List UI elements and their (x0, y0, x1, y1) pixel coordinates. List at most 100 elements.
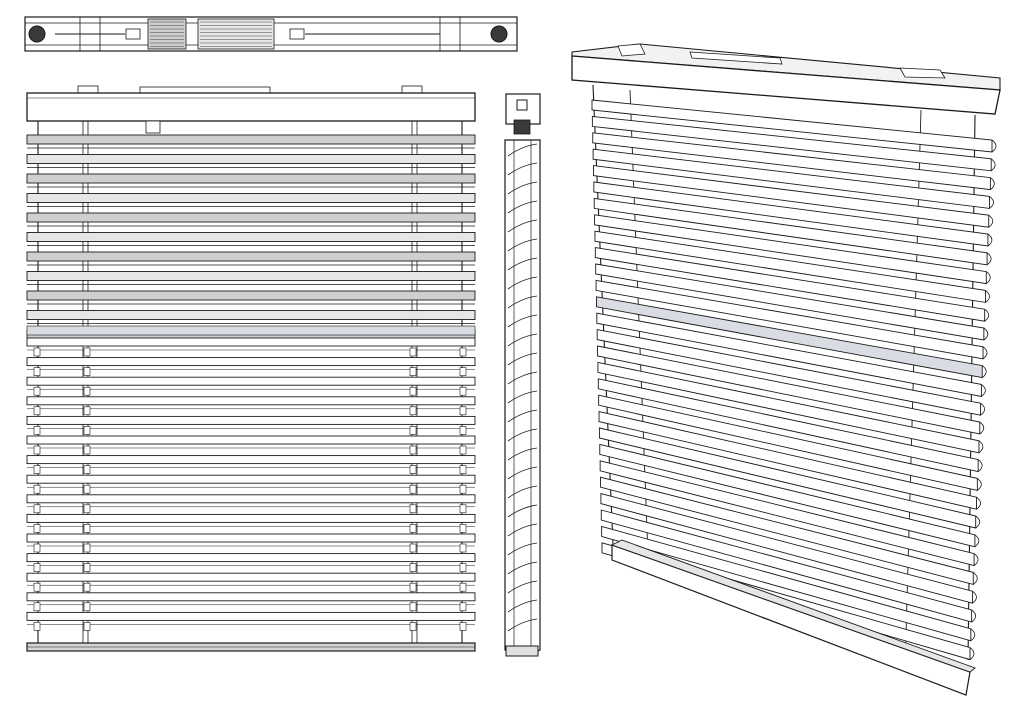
cord-hole-icon (459, 386, 467, 396)
cord-hole-icon (459, 543, 467, 553)
persp-slat-end-curve (984, 308, 990, 322)
persp-slat-end-curve (975, 515, 981, 529)
upper-slat (26, 134, 476, 145)
mounting-clip-left (77, 85, 99, 94)
side-slat-profile (507, 200, 538, 214)
rod-coupler-right-icon (289, 28, 305, 40)
tilt-gear-housing (147, 18, 187, 50)
side-slat-profile (507, 257, 538, 271)
cord-hole-icon (459, 504, 467, 514)
side-slat-profile (507, 618, 538, 632)
cord-hole-icon (83, 347, 91, 357)
cord-hole-icon (83, 426, 91, 435)
persp-slat-end-curve (973, 553, 979, 566)
cord-hole-icon (83, 524, 91, 533)
persp-slat-end-curve (986, 252, 992, 266)
lower-slat (26, 553, 476, 563)
persp-bottom-rail-top (610, 539, 976, 673)
cord-hole-icon (459, 445, 467, 455)
persp-tilter (689, 51, 783, 65)
persp-slat-end-curve (978, 440, 984, 454)
cord-hole-icon (33, 386, 41, 396)
right-end-cap-icon (490, 25, 508, 43)
persp-slat-end-curve (987, 233, 993, 247)
highlight-slat (26, 325, 476, 336)
lower-slat (26, 435, 476, 445)
persp-slat-end-curve (986, 271, 991, 284)
persp-slat-end-curve (970, 628, 976, 642)
side-slat-profile (507, 295, 538, 309)
cord-hole-icon (409, 484, 417, 494)
side-slat-profile (507, 276, 538, 290)
lower-slat (26, 415, 476, 425)
left-end-cap-icon (28, 25, 46, 43)
cord-hole-icon (459, 406, 467, 416)
cord-hole-icon (459, 465, 467, 474)
persp-slat-end-curve (972, 590, 977, 604)
cord-hole-icon (409, 543, 417, 553)
persp-slat-end-curve (974, 534, 980, 548)
cord-hole-icon (33, 406, 41, 416)
cord-hole-icon (83, 386, 91, 396)
side-slat-stack (504, 139, 541, 656)
side-slat-profile (507, 162, 538, 176)
persp-slat-end-curve (990, 158, 996, 172)
lower-slat (26, 396, 476, 406)
cord-hole-icon (33, 524, 41, 533)
tilt-mechanism-housing (197, 18, 275, 50)
persp-slat-end-curve (981, 365, 987, 378)
lower-slat (26, 455, 476, 465)
side-slat-profile (507, 333, 538, 347)
cord-hole-icon (33, 602, 41, 612)
cord-hole-icon (83, 602, 91, 612)
cord-hole-icon (409, 563, 417, 572)
cord-hole-icon (83, 465, 91, 474)
cord-hole-icon (83, 504, 91, 514)
cord-hole-icon (459, 524, 467, 533)
cord-hole-icon (409, 386, 417, 396)
persp-clip-right (899, 67, 946, 79)
cord-hole-icon (409, 602, 417, 612)
persp-headrail-front (571, 55, 1001, 115)
side-slat-profile (507, 181, 538, 195)
persp-slat-end-curve (980, 402, 985, 416)
upper-slat (26, 271, 476, 281)
cord-hole-icon (83, 563, 91, 572)
cord-hole-icon (83, 582, 91, 592)
persp-slat-end-curve (988, 214, 994, 228)
cord-hole-icon (33, 465, 41, 474)
cord-hole-icon (83, 484, 91, 494)
cord-hole-icon (33, 367, 41, 376)
side-bottom-rail (505, 645, 539, 657)
cord-hole-icon (409, 367, 417, 376)
side-slat-profile (507, 504, 538, 518)
lower-slat (26, 572, 476, 582)
side-slat-profile (507, 314, 538, 328)
cord-hole-icon (33, 622, 41, 631)
lower-slat (26, 611, 476, 621)
top-view (24, 16, 518, 52)
persp-slat-end-curve (971, 609, 977, 623)
perspective-view (571, 43, 1001, 696)
front-view (26, 85, 476, 652)
side-slat-profile (507, 542, 538, 556)
cord-hole-icon (83, 543, 91, 553)
cord-hole-icon (459, 563, 467, 572)
cord-hole-icon (33, 484, 41, 494)
side-slat-profile (507, 390, 538, 404)
lower-slat (26, 513, 476, 523)
cord-hole-icon (33, 445, 41, 455)
cord-hole-icon (459, 484, 467, 494)
cord-hole-icon (409, 445, 417, 455)
rod-coupler-left-icon (125, 28, 141, 40)
cord-hole-icon (409, 582, 417, 592)
lower-slat (26, 494, 476, 504)
persp-slat-end-curve (985, 290, 990, 303)
cord-hole-icon (459, 347, 467, 357)
side-slat-profile (507, 143, 538, 157)
lower-slat (26, 474, 476, 484)
persp-slat-end-curve (990, 177, 995, 190)
lower-slat (26, 376, 476, 386)
cord-hole-icon (33, 563, 41, 572)
